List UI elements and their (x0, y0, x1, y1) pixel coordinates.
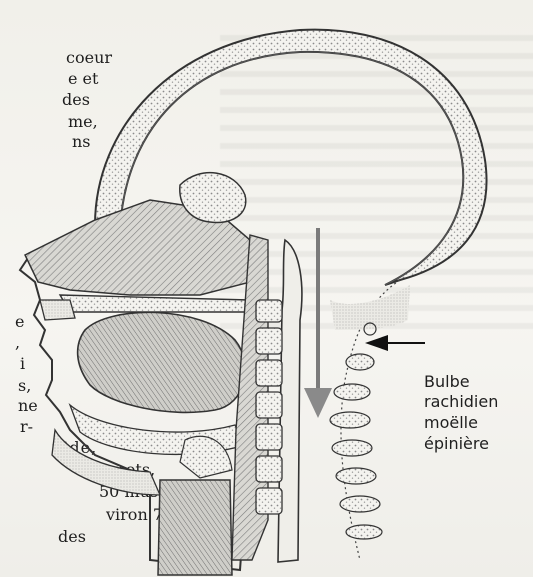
spinous-process (336, 468, 376, 484)
tongue (78, 312, 246, 412)
vertebra (256, 456, 282, 482)
cervical-vertebrae (256, 300, 282, 514)
caption-line: épinière (424, 434, 489, 454)
spinous-process (346, 525, 382, 539)
caption-line: rachidien (424, 392, 498, 412)
spinous-process (334, 384, 370, 400)
vertebra (256, 392, 282, 418)
vertebra (256, 328, 282, 354)
palate (60, 295, 262, 312)
pointer-arrow-head (365, 335, 388, 351)
downward-arrow (304, 228, 332, 418)
caption-line: Bulbe (424, 372, 470, 392)
caption-line: moëlle (424, 413, 478, 433)
spinous-process (330, 412, 370, 428)
spinous-process (332, 440, 372, 456)
spinous-process (340, 496, 380, 512)
spinous-process (346, 354, 374, 370)
vertebra (256, 360, 282, 386)
pointer-arrow (365, 335, 425, 351)
vertebra (256, 488, 282, 514)
vertebra (256, 424, 282, 450)
spinous-processes (330, 354, 382, 539)
trachea (158, 480, 232, 575)
upper-lip (40, 300, 75, 320)
vertebra (256, 300, 282, 322)
arrow-head (304, 388, 332, 418)
